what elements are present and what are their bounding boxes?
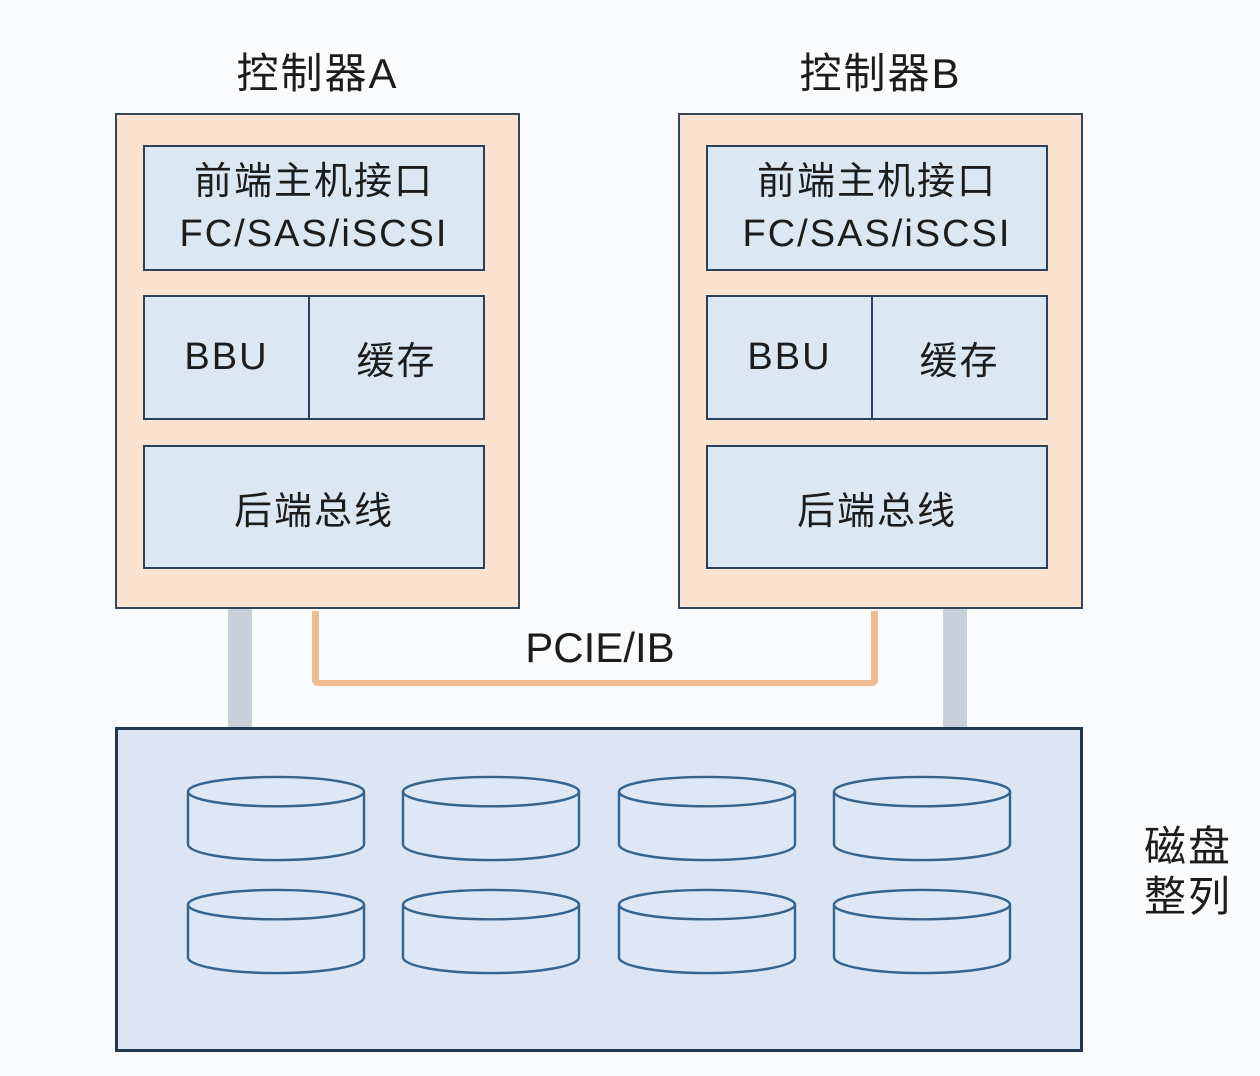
controller-b-box: 前端主机接口 FC/SAS/iSCSI BBU 缓存 后端总线 (678, 113, 1083, 609)
controller-b-backend-bus-box: 后端总线 (706, 445, 1048, 569)
disk-row (185, 775, 1013, 863)
front-interface-label: 前端主机接口 (193, 161, 434, 203)
controller-b-front-interface-box: 前端主机接口 FC/SAS/iSCSI (706, 145, 1048, 271)
pcie-ib-interconnect-line (312, 611, 878, 686)
disk-array-label: 磁盘 整列 (1136, 822, 1240, 922)
disk-cylinder (617, 888, 796, 975)
controller-b-bbu-cache-box: BBU 缓存 (706, 295, 1048, 420)
controller-a-title: 控制器A (236, 50, 399, 97)
disk-cylinder (402, 775, 581, 862)
front-interface-protocols: FC/SAS/iSCSI (179, 213, 449, 255)
controller-b-disk-connector (943, 609, 967, 728)
disk-row (185, 888, 1013, 976)
backend-bus-label: 后端总线 (796, 490, 957, 533)
bbu-label: BBU (747, 336, 832, 378)
controller-a-backend-bus-box: 后端总线 (143, 445, 485, 569)
controller-a-bbu-cache-box: BBU 缓存 (143, 295, 485, 420)
disk-cylinder (832, 775, 1012, 862)
disk-cylinder (617, 775, 796, 862)
disk-array-label-line2: 整列 (1143, 873, 1232, 920)
disk-cylinder (402, 888, 581, 975)
bbu-cell: BBU (708, 297, 873, 418)
cache-cell: 缓存 (310, 297, 483, 418)
backend-bus-label: 后端总线 (233, 490, 394, 533)
controller-a-disk-connector (228, 609, 252, 728)
controller-a-front-interface-box: 前端主机接口 FC/SAS/iSCSI (143, 145, 485, 271)
controller-b-title: 控制器B (799, 50, 962, 97)
front-interface-protocols: FC/SAS/iSCSI (742, 213, 1012, 255)
disk-cylinder (186, 888, 366, 975)
cache-label: 缓存 (356, 341, 437, 383)
cache-label: 缓存 (919, 341, 1000, 383)
disk-cylinder (832, 888, 1012, 975)
front-interface-label: 前端主机接口 (756, 161, 997, 203)
disk-cylinder (186, 775, 366, 862)
disk-array-box (115, 727, 1083, 1052)
controller-a-box: 前端主机接口 FC/SAS/iSCSI BBU 缓存 后端总线 (115, 113, 520, 609)
cache-cell: 缓存 (873, 297, 1046, 418)
bbu-cell: BBU (145, 297, 310, 418)
disk-array-label-line1: 磁盘 (1143, 823, 1232, 870)
bbu-label: BBU (184, 336, 269, 378)
pcie-ib-label: PCIE/IB (525, 624, 675, 671)
